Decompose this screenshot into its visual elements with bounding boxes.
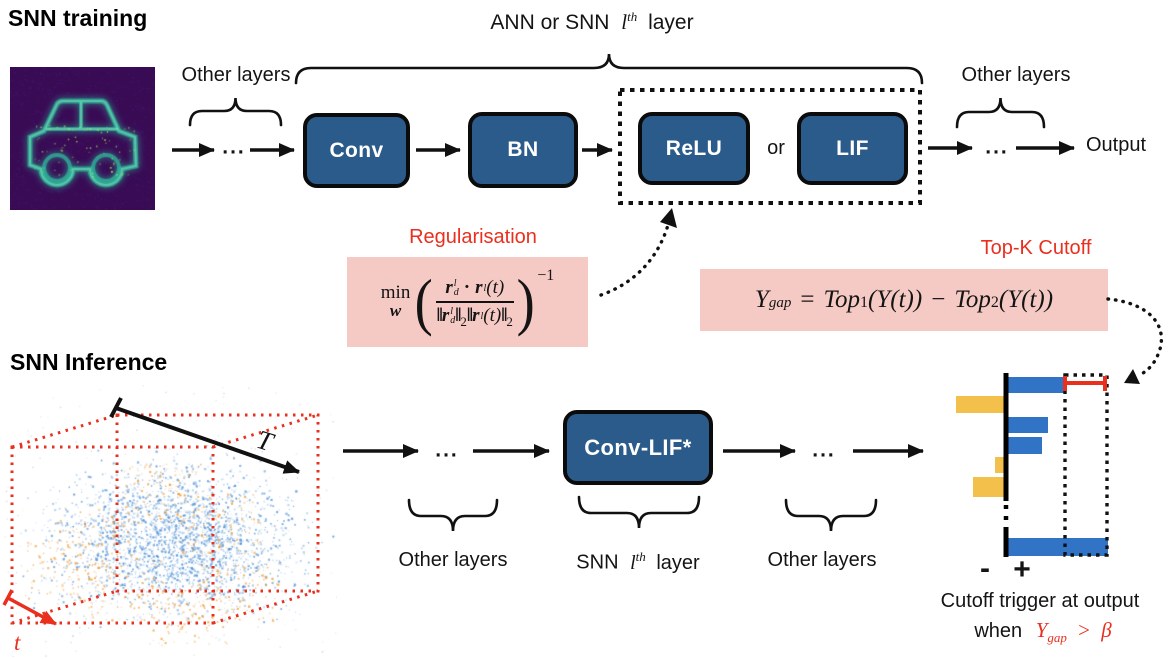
ann-snn-layer-label-pre: ANN or SNN	[490, 11, 610, 34]
topk-cutoff-title: Top-K Cutoff	[980, 237, 1092, 259]
ann-snn-layer-label: ANN or SNN lth layer	[490, 9, 693, 35]
overbrace-train-left	[188, 97, 283, 127]
sub-d: d	[450, 315, 456, 326]
ellipsis-train-left: ...	[222, 135, 246, 159]
overbrace-train-right	[955, 97, 1046, 129]
snn-training-title: SNN training	[8, 5, 148, 31]
Y: Y	[754, 286, 769, 313]
output-bar	[1006, 377, 1064, 393]
other-layers-label-train-right: Other layers	[961, 64, 1071, 86]
sup-l: l	[450, 306, 454, 317]
top1: Top	[823, 286, 861, 313]
arg-t: (t)	[486, 277, 505, 298]
r-of-t: r	[475, 277, 483, 298]
equals-sign: =	[800, 286, 815, 313]
ellipsis-infer-right: ...	[812, 438, 836, 462]
min-word: min	[380, 282, 411, 303]
output-bar	[956, 396, 1006, 413]
ygap-condition: Ygap > β	[1035, 618, 1112, 646]
snn-layer-label-pre: SNN	[576, 551, 619, 574]
sub-1: 1	[860, 294, 869, 311]
when-word: when	[974, 620, 1023, 642]
topk-arrow	[1106, 297, 1164, 377]
output-bar	[1006, 437, 1042, 454]
other-layers-label-train-left: Other layers	[181, 64, 291, 86]
snn-inference-title: SNN Inference	[10, 349, 168, 375]
norm-bar: ‖	[501, 305, 507, 326]
snn-layer-label-th: th	[635, 549, 646, 564]
snn-layer-label: SNN lth layer	[576, 549, 699, 575]
r-of-t: r	[472, 305, 480, 326]
lif-node: LIF	[797, 112, 908, 185]
norm-bar: ‖	[455, 305, 461, 326]
output-bar	[1006, 417, 1048, 433]
arg-Yt: (Y(t))	[868, 286, 923, 313]
output-label: Output	[1086, 134, 1147, 156]
cutoff-caption-line2: when Ygap > β	[974, 618, 1111, 646]
ellipsis-infer-left: ...	[435, 438, 459, 462]
event-frame-car-image	[10, 67, 155, 210]
sup-l: l	[483, 282, 487, 294]
r-desired: r	[445, 277, 453, 298]
underbrace-snn-layer	[577, 495, 701, 529]
overbrace-ann-snn-layer	[294, 53, 924, 85]
norm-2-subscript: 2	[506, 314, 513, 329]
bn-node: BN	[468, 112, 578, 188]
inverse-exponent: −1	[537, 267, 555, 284]
or-label: or	[767, 137, 785, 159]
regularisation-arrowhead	[660, 208, 677, 228]
dot-product: ·	[463, 277, 471, 298]
gap-subscript: gap	[768, 295, 792, 311]
norm-bar: ‖	[436, 305, 443, 326]
sub-2: 2	[990, 294, 999, 311]
relu-node: ReLU	[638, 112, 750, 185]
positive-sign-label: +	[1013, 553, 1031, 586]
output-bar	[973, 477, 1006, 497]
topk-window-dotted-box	[1063, 373, 1109, 557]
greater-than: >	[1078, 618, 1090, 642]
ann-snn-layer-label-th: th	[627, 9, 638, 24]
event-point-cloud-image	[3, 385, 337, 657]
minus-sign: −	[931, 286, 946, 313]
output-logit-bars	[956, 377, 1108, 556]
beta: β	[1101, 618, 1112, 642]
arg-t: (t)	[483, 305, 502, 326]
snn-layer-label-post: layer	[656, 551, 700, 574]
ann-snn-layer-label-post: layer	[648, 11, 694, 34]
ann-snn-layer-label-l: l	[621, 10, 628, 34]
r-desired: r	[441, 305, 450, 326]
sub-d: d	[453, 287, 459, 298]
sup-l: l	[480, 310, 484, 322]
ellipsis-train-right: ...	[985, 135, 1009, 159]
top2: Top	[954, 286, 991, 313]
gap-subscript: gap	[1047, 630, 1067, 646]
arg-Yt: (Y(t))	[998, 286, 1054, 313]
conv-lif-node: Conv-LIF*	[563, 410, 713, 485]
regularisation-title: Regularisation	[409, 226, 537, 248]
other-layers-label-infer-left: Other layers	[398, 549, 508, 571]
norm-bar: ‖	[466, 305, 473, 326]
conv-node: Conv	[303, 113, 410, 188]
regularisation-arrow	[599, 223, 670, 297]
norm-2-subscript: 2	[460, 314, 467, 329]
underbrace-infer-left	[407, 498, 499, 532]
Y: Y	[1035, 618, 1048, 642]
sup-l: l	[453, 278, 457, 289]
underbrace-infer-right	[784, 498, 878, 532]
min-operator: min w	[380, 282, 411, 320]
output-bar	[995, 457, 1006, 473]
min-subscript-w: w	[389, 301, 402, 320]
ygap-bracket	[1063, 376, 1107, 391]
topk-arrowhead	[1124, 369, 1140, 384]
other-layers-label-infer-right: Other layers	[767, 549, 877, 571]
cutoff-caption-line1: Cutoff trigger at output	[940, 590, 1140, 612]
negative-sign-label: -	[980, 552, 990, 585]
snn-layer-label-l: l	[630, 551, 636, 574]
